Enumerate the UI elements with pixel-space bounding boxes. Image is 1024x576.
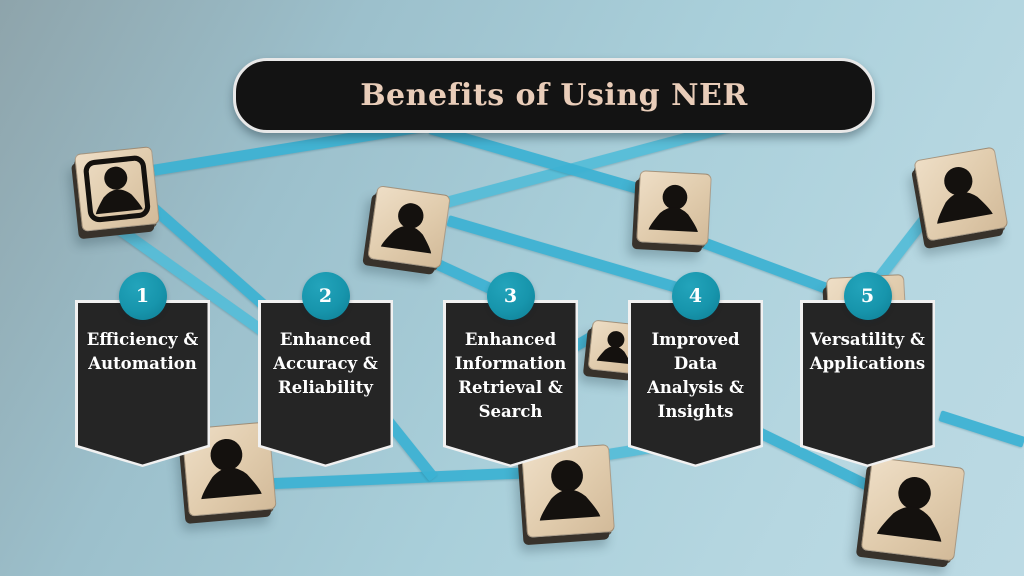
page-title: Benefits of Using NER: [360, 78, 748, 113]
ribbon-shape: [800, 300, 935, 467]
benefit-ribbon-1: 1 Efficiency & Automation: [75, 272, 210, 467]
person-icon: [937, 167, 994, 225]
benefit-number: 1: [135, 285, 150, 307]
benefit-number: 5: [860, 285, 875, 307]
person-block: [913, 146, 1009, 242]
benefit-ribbon-2: 2 Enhanced Accuracy & Reliability: [258, 272, 393, 467]
benefit-number-badge: 2: [301, 272, 350, 320]
benefit-number-badge: 4: [671, 272, 720, 320]
benefit-number-badge: 3: [486, 272, 535, 320]
benefit-ribbon-4: 4 Improved Data Analysis & Insights: [628, 272, 763, 467]
person-block: [860, 456, 966, 562]
benefit-number-badge: 5: [843, 272, 892, 320]
person-block: [181, 421, 277, 517]
person-icon: [83, 155, 151, 223]
person-icon: [380, 202, 431, 254]
ribbon-shape: [443, 300, 578, 467]
person-icon: [877, 477, 942, 543]
benefit-label: Enhanced Accuracy & Reliability: [273, 330, 378, 397]
title-banner: Benefits of Using NER: [233, 58, 875, 133]
person-icon: [596, 330, 631, 364]
person-icon: [201, 438, 262, 499]
ribbon-shape: [258, 300, 393, 467]
benefit-label: Improved Data Analysis & Insights: [647, 330, 744, 421]
benefit-number: 3: [503, 285, 518, 307]
benefit-ribbon-3: 3 Enhanced Information Retrieval & Searc…: [443, 272, 578, 467]
tape-connector: [938, 409, 1024, 448]
ribbon-shape: [75, 300, 210, 467]
person-block: [587, 319, 643, 375]
person-icon: [648, 184, 698, 232]
benefit-ribbon-5: 5 Versatility & Applications: [800, 272, 935, 467]
benefit-label: Versatility & Applications: [809, 330, 926, 373]
benefit-label: Enhanced Information Retrieval & Search: [454, 330, 567, 421]
person-block: [367, 185, 451, 269]
person-icon: [539, 459, 601, 521]
benefit-number: 2: [318, 285, 333, 307]
person-block: [521, 444, 615, 538]
benefit-label: Efficiency & Automation: [86, 330, 199, 373]
tape-connector: [249, 465, 560, 490]
ribbon-shape: [628, 300, 763, 467]
person-block: [74, 146, 160, 232]
benefit-number: 4: [688, 285, 703, 307]
benefit-number-badge: 1: [118, 272, 167, 320]
person-block: [636, 170, 712, 246]
